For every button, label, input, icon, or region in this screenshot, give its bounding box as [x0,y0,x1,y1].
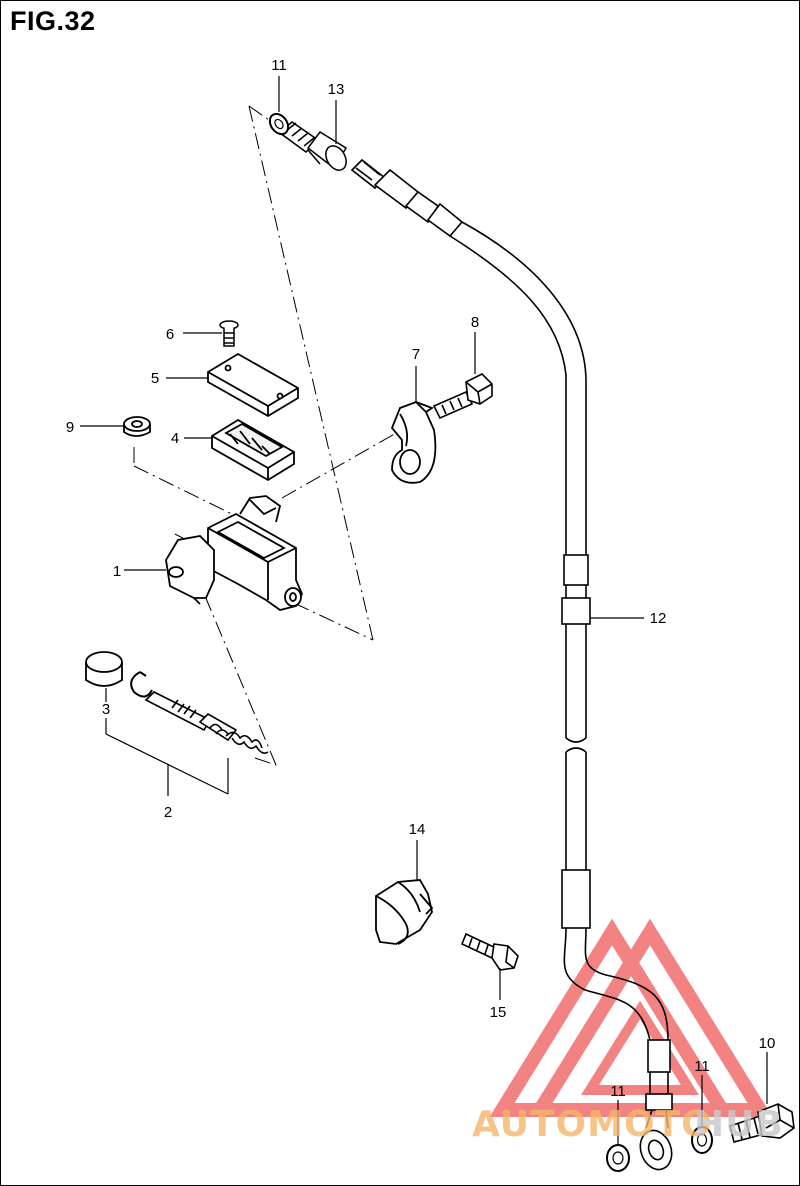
hose-clamp [375,879,434,945]
callout-bracket-2 [105,718,229,796]
union-bolt [729,1103,795,1143]
callout-labels: 11 13 6 5 4 9 1 7 8 3 2 12 14 15 11 11 1… [66,57,776,1100]
master-cylinder-holder [390,400,437,484]
clamp-bolt [460,932,519,971]
callout-15: 15 [490,1004,507,1021]
callout-11-top: 11 [271,57,287,74]
callout-2: 2 [164,804,172,821]
watermark-text: AUTOMOTO HUB [472,1104,784,1145]
callout-9: 9 [66,419,74,436]
reservoir-cap [207,352,299,418]
piston-assembly [144,691,269,754]
callout-5: 5 [151,370,159,387]
lever-boot [123,416,151,437]
callout-6: 6 [166,326,174,343]
watermark-logo [489,918,773,1117]
callout-11-lower-left: 11 [610,1083,626,1100]
callout-7: 7 [412,346,420,363]
sealing-washer-top [268,112,290,136]
callout-12: 12 [650,610,667,627]
reservoir-diaphragm [211,418,295,482]
figure-title: FIG.32 [10,6,96,36]
callout-11-lower-right: 11 [694,1058,710,1075]
callout-13: 13 [328,81,345,98]
guide-lines [133,105,399,766]
circlip [130,671,153,698]
reservoir-cap-screw [219,320,239,347]
piston-cup [85,651,123,687]
brake-hose [350,158,673,1171]
holder-bolt [432,373,493,420]
callout-1: 1 [113,563,121,580]
watermark-text-b: HUB [694,1104,784,1145]
callout-3: 3 [102,701,110,718]
callout-10: 10 [759,1035,776,1052]
sealing-washer-lower-left [606,1144,630,1172]
callout-8: 8 [471,314,479,331]
master-cylinder-body [165,495,303,611]
watermark-text-a: AUTOMOTO [472,1104,713,1145]
leader-lines [80,76,768,1145]
hose-union-fitting [278,121,348,171]
callout-4: 4 [171,430,179,447]
callout-14: 14 [409,821,426,838]
